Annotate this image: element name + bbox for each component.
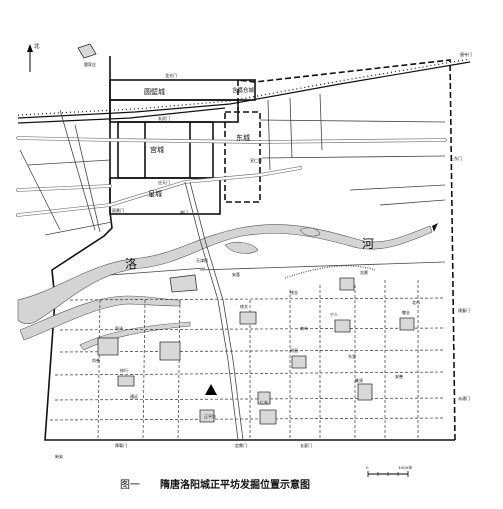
he-label: 河 xyxy=(362,237,374,251)
place-xiuye: 修业 xyxy=(290,289,298,295)
place-tianjin: 天津桥 xyxy=(196,257,208,263)
dingding-avenue xyxy=(109,181,446,441)
gate-jianchun: 建春门 xyxy=(458,307,470,313)
dong-label: 东城 xyxy=(236,133,250,142)
place-ningren: 宁人 xyxy=(330,311,338,317)
hanjia-label: 含嘉仓城 xyxy=(232,86,255,94)
gate-yingtian: 应天门 xyxy=(158,179,170,185)
place-labels: 雷家庄 天津桥 正平坊 安喜 含景 修业 修文 敬业 宁人 修行 时邑 东里 安… xyxy=(55,61,420,459)
gate-lizheng: 丽景门 xyxy=(112,207,124,213)
southern-wards xyxy=(49,280,446,441)
place-dongli: 东里 xyxy=(348,353,356,359)
gate-xuanren: 宣仁门 xyxy=(250,157,262,163)
railway xyxy=(17,58,471,124)
place-hanjing: 含景 xyxy=(360,269,368,275)
north-arrow: 北 xyxy=(27,42,40,72)
place-shangshan: 尚善 xyxy=(92,357,100,363)
gate-longguang: 龙光门 xyxy=(165,72,177,78)
place-anxi: 安喜 xyxy=(232,271,240,277)
gate-shangdong: 上东门 xyxy=(450,155,462,161)
place-tongyuan: 通远 xyxy=(130,393,138,399)
place-jingye: 敬业 xyxy=(402,309,410,315)
gate-houzai: 厚载门 xyxy=(115,442,127,448)
northern-streets xyxy=(16,93,447,236)
gate-duanmen: 端门 xyxy=(180,209,188,215)
yuanbi-label: 圆壁城 xyxy=(144,87,165,96)
place-jixian: 集贤 xyxy=(355,377,363,383)
place-xiuwen: 修文 xyxy=(240,303,248,309)
scale-end: 1000米 xyxy=(398,464,412,470)
gate-tangsi: 唐寺门 xyxy=(460,51,472,57)
gate-changxia: 长夏门 xyxy=(300,442,312,448)
ruin-sites xyxy=(77,43,415,425)
outer-city-wall xyxy=(44,56,456,441)
place-leiguzhong: 雷家庄 xyxy=(84,61,96,67)
figure-number: 图一 xyxy=(120,479,140,491)
north-label: 北 xyxy=(34,42,40,50)
luo-label: 洛 xyxy=(125,256,137,271)
place-xinan: 新安 xyxy=(55,453,63,459)
place-shili: 时邑 xyxy=(290,347,298,353)
place-ansan: 安善 xyxy=(395,373,403,379)
huang-label: 皇城 xyxy=(148,189,162,198)
gate-yongtong: 永通门 xyxy=(458,395,470,401)
place-nanshi: 南市 xyxy=(300,325,308,331)
place-beishi: 北市 xyxy=(412,299,420,305)
place-xiuxing: 修行 xyxy=(120,367,128,373)
scale-zero: 0 xyxy=(366,465,369,470)
place-rendong: 仁东 xyxy=(260,399,268,405)
gong-label: 宫城 xyxy=(150,145,164,154)
excavation-site-marker xyxy=(205,384,217,395)
place-lize: 利泽 xyxy=(115,325,123,331)
figure-title: 隋唐洛阳城正平坊发掘位置示意图 xyxy=(160,478,310,491)
palace-enclosures xyxy=(109,79,261,215)
gate-dingding: 定鼎门 xyxy=(235,442,247,448)
gate-labels: 龙光门 玄武门 应天门 端门 丽景门 宣仁门 上东门 建春门 永通门 厚载门 定… xyxy=(112,51,472,448)
gate-xuanwu: 玄武门 xyxy=(158,115,170,121)
place-zhengping: 正平坊 xyxy=(204,413,216,419)
palace-labels: 圆壁城 宫城 皇城 东城 含嘉仓城 xyxy=(144,86,255,198)
scale-bar: 0 1000米 xyxy=(366,464,412,477)
